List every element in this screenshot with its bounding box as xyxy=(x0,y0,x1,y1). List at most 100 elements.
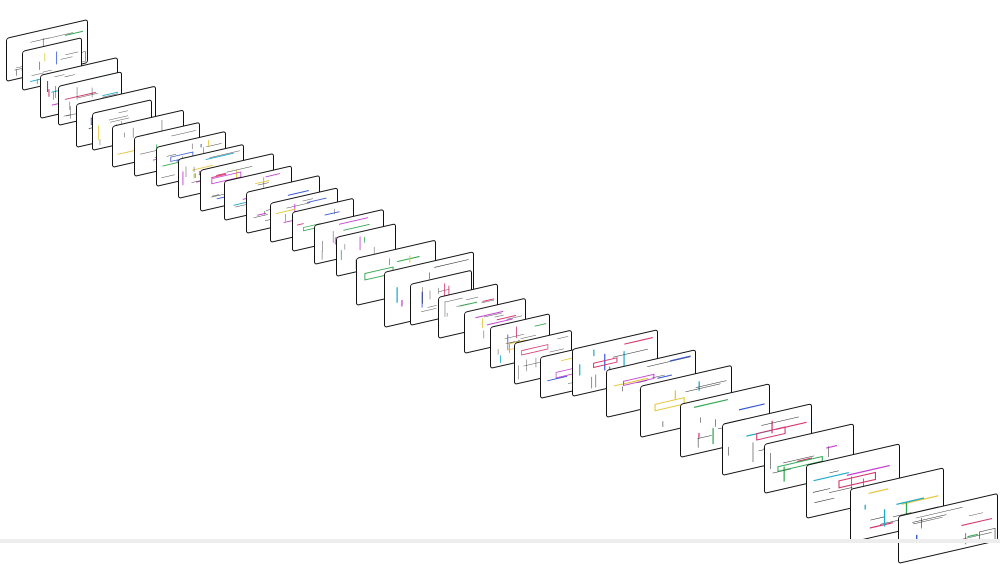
drawing-line xyxy=(961,517,993,527)
drawing-line xyxy=(549,348,564,353)
drawing-line xyxy=(211,173,227,179)
drawing-line xyxy=(870,516,885,521)
drawing-line xyxy=(868,488,889,495)
drawing-line xyxy=(324,211,340,216)
drawing-line xyxy=(286,202,311,209)
drawing-line xyxy=(695,380,727,388)
drawing-line xyxy=(915,507,963,519)
drawing-line xyxy=(797,457,812,462)
equipment-outline xyxy=(838,471,876,489)
equipment-outline xyxy=(593,357,618,369)
equipment-outline xyxy=(654,397,685,412)
drawing-line xyxy=(109,115,129,121)
drawing-line xyxy=(205,152,234,161)
drawing-line xyxy=(487,318,513,326)
drawing-line xyxy=(287,190,309,196)
drawing-line xyxy=(226,166,253,173)
drawing-line xyxy=(968,512,983,517)
drawing-line xyxy=(306,197,327,203)
drawing-line xyxy=(828,487,853,494)
drawing-line xyxy=(459,301,478,307)
drawing-line xyxy=(257,182,269,186)
drawing-line xyxy=(694,398,728,408)
drawing-line xyxy=(534,323,547,327)
drawing-line xyxy=(896,497,924,505)
drawing-line xyxy=(624,337,653,345)
drawing-sheet-thumbnail[interactable] xyxy=(898,492,998,564)
drawing-line xyxy=(102,91,118,97)
drawing-line xyxy=(496,314,517,321)
equipment-outline xyxy=(756,426,786,441)
drawing-line xyxy=(637,380,648,384)
drawing-sheet-thumbnail[interactable] xyxy=(722,403,812,476)
drawing-line xyxy=(959,532,992,540)
cad-drawing-preview xyxy=(728,416,810,463)
drawing-line xyxy=(209,150,240,158)
drawing-line xyxy=(212,194,220,197)
drawing-line xyxy=(49,32,74,39)
drawing-line xyxy=(257,212,267,216)
drawing-line xyxy=(397,255,420,263)
drawing-line xyxy=(118,110,128,114)
drawing-line xyxy=(869,522,893,529)
drawing-line xyxy=(275,208,296,215)
cad-drawing-preview xyxy=(518,336,571,380)
drawing-line xyxy=(192,164,213,171)
drawing-line xyxy=(171,130,196,137)
equipment-outline xyxy=(777,455,823,472)
drawing-line xyxy=(42,69,52,73)
drawing-line xyxy=(783,455,815,464)
drawing-line xyxy=(813,471,849,482)
drawing-line xyxy=(494,314,504,318)
drawing-line xyxy=(481,299,495,304)
drawing-line xyxy=(697,435,712,439)
drawing-line xyxy=(814,497,835,503)
drawing-line xyxy=(612,348,648,358)
drawing-line xyxy=(65,30,83,36)
drawing-line xyxy=(913,516,943,525)
drawing-line xyxy=(64,91,96,100)
drawing-line xyxy=(669,355,691,362)
drawing-line xyxy=(265,173,280,178)
drawing-line xyxy=(434,259,469,268)
drawing-line xyxy=(647,356,691,368)
drawing-line xyxy=(161,174,175,179)
drawing-line xyxy=(60,56,73,60)
cad-drawing-preview xyxy=(912,507,996,545)
drawing-line xyxy=(31,72,44,76)
drawing-line xyxy=(445,297,463,303)
drawing-line xyxy=(253,214,268,218)
drawing-line xyxy=(483,312,502,318)
drawing-line xyxy=(967,533,978,538)
drawing-line xyxy=(475,310,504,319)
drawing-line xyxy=(614,377,649,387)
drawing-line xyxy=(166,154,177,157)
drawing-line xyxy=(30,37,50,43)
drawing-line xyxy=(482,298,495,302)
drawing-line xyxy=(772,468,791,474)
drawing-line xyxy=(826,445,838,449)
drawing-line xyxy=(812,488,831,493)
drawing-line xyxy=(547,375,568,382)
drawing-line xyxy=(520,334,537,339)
drawing-line xyxy=(506,315,522,320)
drawing-line xyxy=(652,374,665,379)
drawing-line xyxy=(557,336,569,340)
gallery-scroll-track[interactable] xyxy=(0,539,1000,543)
drawing-line xyxy=(297,223,304,226)
drawing-line xyxy=(216,172,226,176)
drawing-line xyxy=(427,305,437,308)
drawing-line xyxy=(63,114,71,117)
drawing-line xyxy=(438,289,450,292)
drawing-line xyxy=(54,74,65,78)
drawing-line xyxy=(283,220,293,224)
drawing-sheet-thumbnail[interactable] xyxy=(514,329,572,385)
drawing-line xyxy=(206,143,222,148)
drawing-line xyxy=(761,416,799,426)
drawing-line xyxy=(255,179,270,185)
drawing-line xyxy=(64,74,75,78)
drawing-line xyxy=(339,217,368,225)
drawing-line xyxy=(901,495,939,505)
drawing-line xyxy=(421,308,437,313)
drawing-line xyxy=(65,51,79,56)
